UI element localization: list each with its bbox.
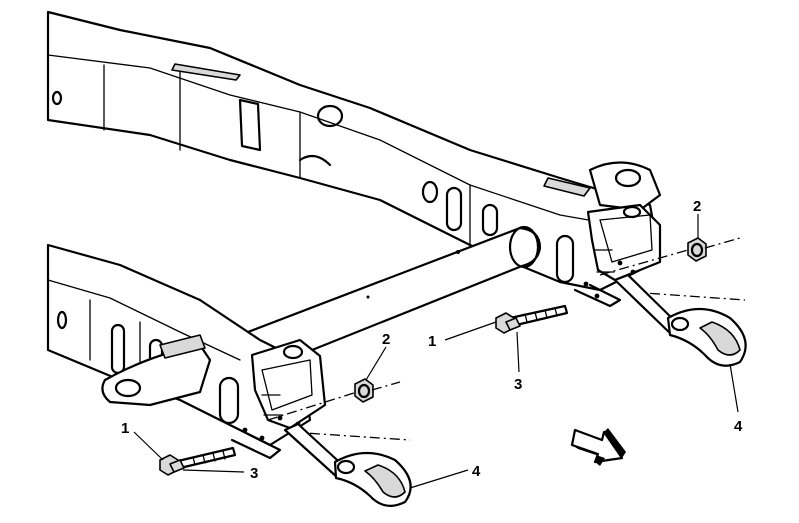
- nut-lower-axis: [371, 381, 401, 391]
- callout-1-left: 1: [121, 420, 129, 437]
- tow-hook-upper: [613, 273, 747, 367]
- front-direction-arrow-icon: [570, 428, 626, 466]
- bolt-lower: [159, 446, 237, 476]
- left-frame-rail: [46, 10, 662, 308]
- callout-2-left: 2: [382, 331, 390, 348]
- callout-3-left: 3: [250, 465, 258, 482]
- bolt-axis-upper: [599, 249, 689, 276]
- callout-leaders: [133, 214, 739, 489]
- callout-3-right: 3: [514, 376, 522, 393]
- callout-4-right: 4: [734, 418, 743, 435]
- callout-1-right: 1: [428, 333, 436, 350]
- bolt-upper: [495, 304, 569, 334]
- nut-upper: [687, 237, 707, 262]
- right-frame-rail: [46, 243, 327, 460]
- nut-upper-axis: [704, 237, 741, 249]
- callout-4-left: 4: [472, 463, 481, 480]
- callout-2-right: 2: [693, 198, 701, 215]
- frame-cross-member: [238, 225, 542, 372]
- bolt-axis-lower: [267, 392, 355, 421]
- nut-lower: [354, 378, 374, 403]
- tow-hook-lower: [283, 422, 412, 507]
